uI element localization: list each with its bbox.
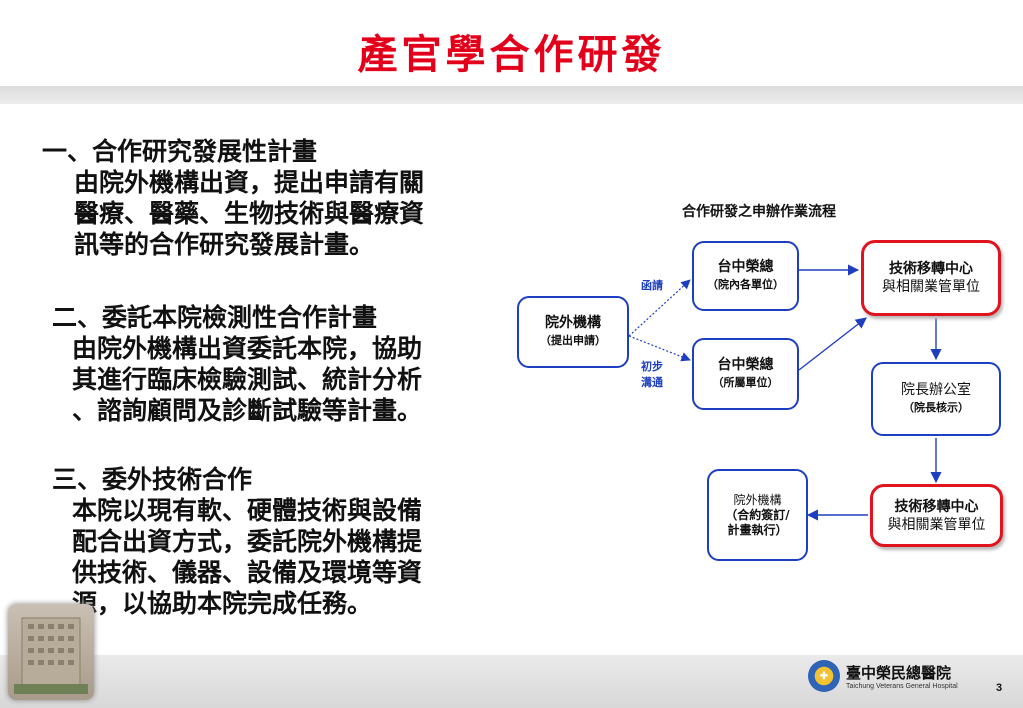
section-3: 三、委外技術合作 本院以現有軟、硬體技術與設備 配合出資方式，委託院外機構提 供…: [52, 464, 422, 619]
arrow-apply-to-affiliated: [628, 335, 691, 362]
node-line: 台中榮總: [717, 357, 774, 373]
node-line: 與相關業管單位: [882, 279, 980, 295]
node-line: （合約簽訂/: [725, 507, 790, 522]
node-line: 台中榮總: [717, 259, 774, 275]
body-line: 、諮詢顧問及診斷試驗等計畫。: [72, 396, 423, 425]
node-external-apply: 院外機構 （提出申請）: [517, 296, 629, 368]
label-communicate: 溝通: [641, 376, 663, 389]
node-line: 院長辦公室: [901, 382, 971, 398]
body-line: 醫療、醫藥、生物技術與醫療資: [74, 199, 425, 228]
title-band: [0, 86, 1023, 104]
node-president-office: 院長辦公室 （院長核示）: [871, 362, 1001, 436]
body-line: 本院以現有軟、硬體技術與設備: [72, 496, 423, 525]
slide-title: 產官學合作研發: [357, 31, 666, 78]
body-line: 配合出資方式，委託院外機構提: [72, 527, 423, 556]
section-body: 由院外機構出資委託本院，協助 其進行臨床檢驗測試、統計分析 、諮詢顧問及診斷試驗…: [52, 333, 422, 426]
node-line: （所屬單位）: [712, 376, 779, 389]
logo-name-en: Taichung Veterans General Hospital: [846, 683, 958, 690]
node-line: 院外機構: [733, 492, 782, 507]
section-body: 由院外機構出資，提出申請有關 醫療、醫藥、生物技術與醫療資 訊等的合作研究發展計…: [42, 167, 424, 260]
node-external-exec: 院外機構 （合約簽訂/ 計畫執行）: [707, 469, 808, 561]
section-heading: 二、委託本院檢測性合作計畫: [52, 303, 378, 332]
hospital-logo: ✚ 臺中榮民總醫院 Taichung Veterans General Hosp…: [808, 660, 958, 692]
node-line: （提出申請）: [540, 334, 606, 347]
body-line: 由院外機構出資，提出申請有關: [74, 168, 425, 197]
arrow-affiliated-to-center: [798, 317, 867, 371]
node-line: 技術移轉中心: [889, 261, 973, 277]
node-tech-center-1: 技術移轉中心 與相關業管單位: [861, 240, 1001, 316]
node-line: 技術移轉中心: [894, 498, 979, 515]
label-letter: 函請: [641, 279, 663, 292]
section-heading: 三、委外技術合作: [52, 465, 253, 494]
node-tech-center-2: 技術移轉中心 與相關業管單位: [870, 484, 1003, 547]
body-line: 由院外機構出資委託本院，協助: [72, 334, 423, 363]
section-heading: 一、合作研究發展性計畫: [42, 137, 318, 166]
node-hospital-affiliated: 台中榮總 （所屬單位）: [692, 338, 799, 410]
node-line: （院長核示）: [903, 401, 969, 414]
flow-title: 合作研發之申辦作業流程: [682, 204, 836, 220]
node-line: （院內各單位）: [707, 278, 784, 291]
body-line: 供技術、儀器、設備及環境等資: [72, 558, 423, 587]
section-body: 本院以現有軟、硬體技術與設備 配合出資方式，委託院外機構提 供技術、儀器、設備及…: [52, 495, 422, 619]
label-initial: 初步: [641, 360, 663, 373]
body-line: 源，以協助本院完成任務。: [72, 589, 373, 618]
building-icon: [14, 617, 88, 694]
node-hospital-internal: 台中榮總 （院內各單位）: [692, 241, 799, 311]
section-1: 一、合作研究發展性計畫 由院外機構出資，提出申請有關 醫療、醫藥、生物技術與醫療…: [42, 136, 424, 260]
hospital-building-image: [8, 604, 94, 700]
footer-band: [0, 655, 1023, 708]
hospital-emblem-icon: ✚: [808, 660, 840, 692]
body-line: 訊等的合作研究發展計畫。: [74, 230, 375, 259]
logo-name-zh: 臺中榮民總醫院: [846, 664, 952, 682]
section-2: 二、委託本院檢測性合作計畫 由院外機構出資委託本院，協助 其進行臨床檢驗測試、統…: [52, 302, 422, 426]
node-line: 與相關業管單位: [887, 516, 986, 533]
body-line: 其進行臨床檢驗測試、統計分析: [72, 365, 423, 394]
page-number: 3: [996, 682, 1003, 694]
node-line: 計畫執行）: [727, 522, 788, 537]
node-line: 院外機構: [545, 315, 601, 331]
